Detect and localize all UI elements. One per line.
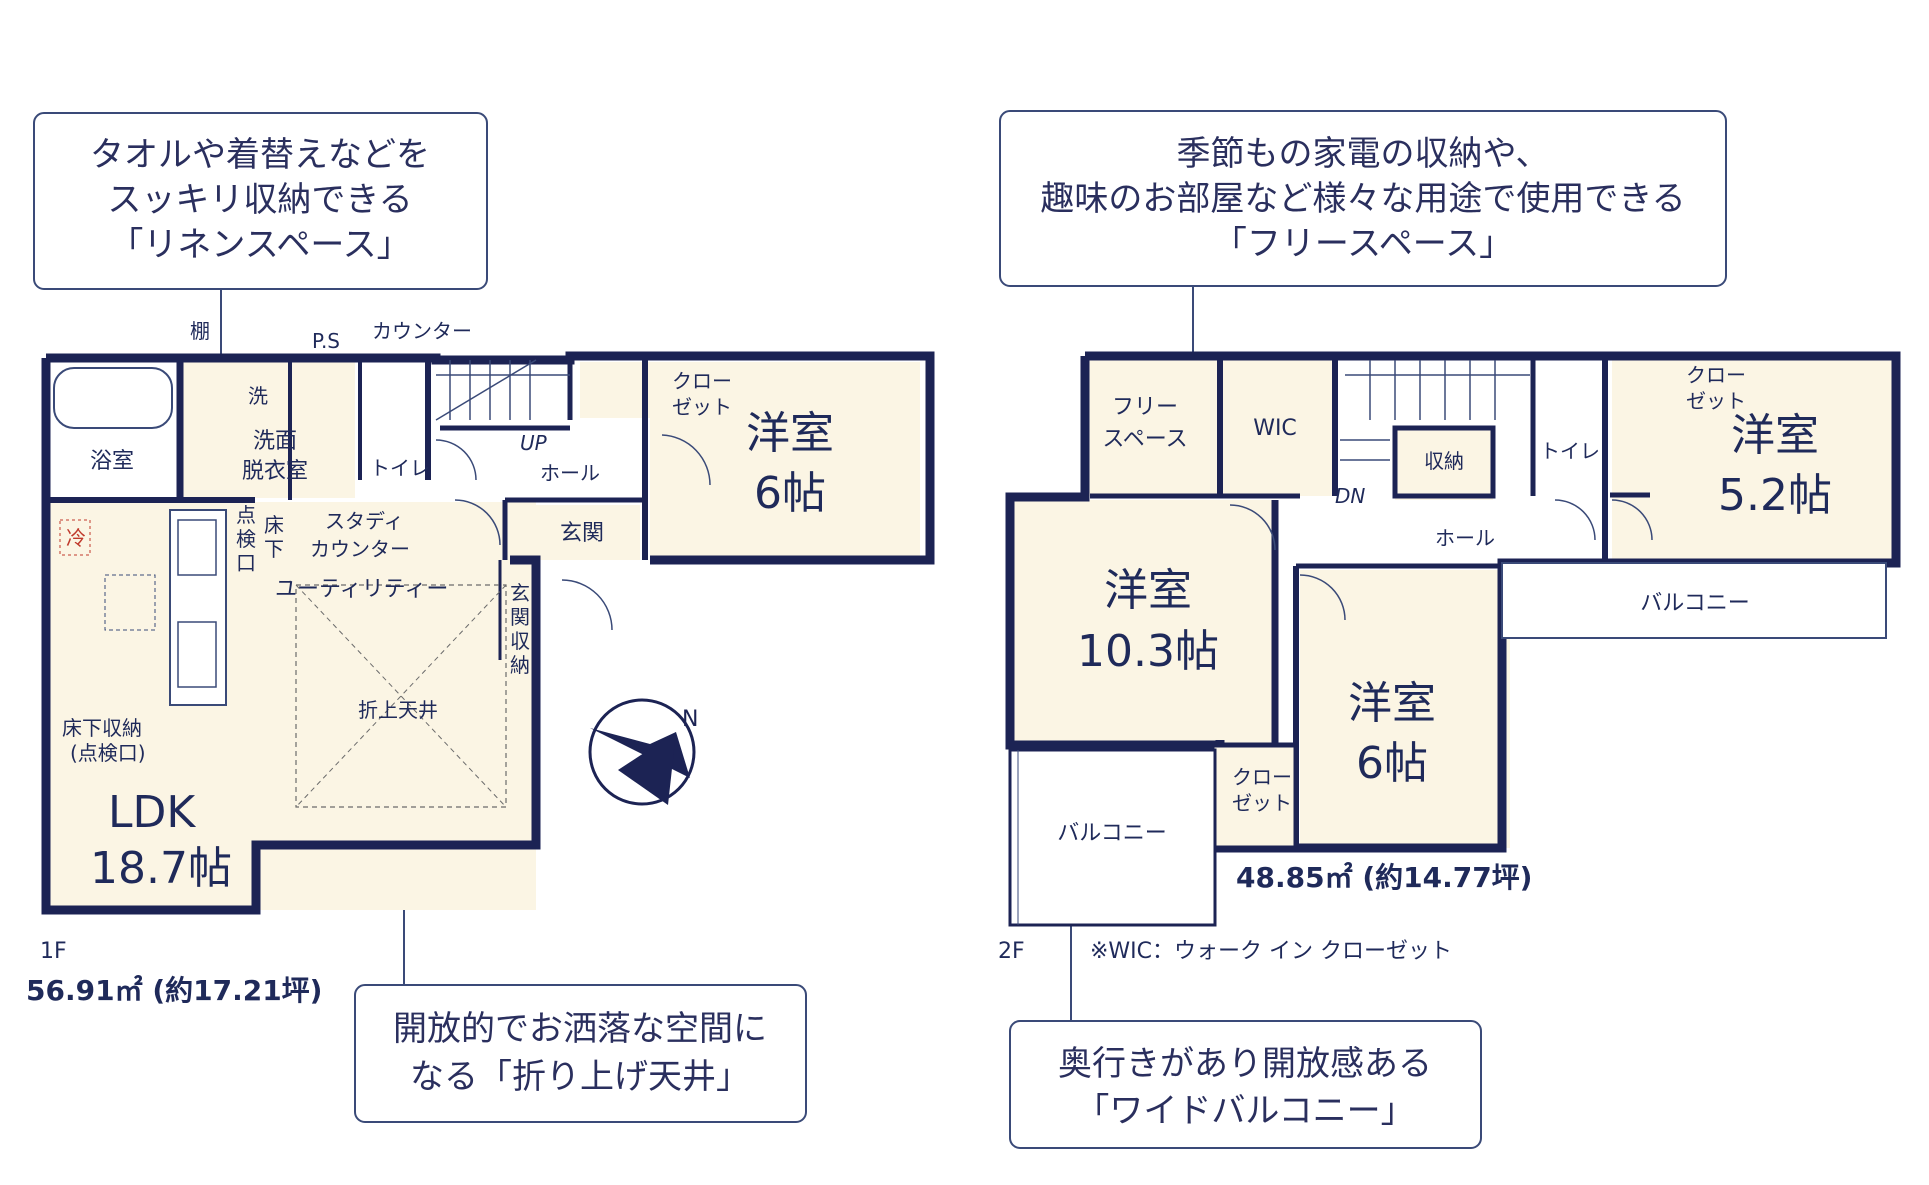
tana-label: 棚 <box>190 319 210 343</box>
balcony-left-label: バルコニー <box>1057 821 1167 846</box>
callout-linen-line2: スッキリ収納できる <box>107 180 412 220</box>
callout-linen-line3: 「リネンスペース」 <box>109 225 410 265</box>
floor2-area: 48.85㎡ (約14.77坪) <box>1236 861 1532 894</box>
closet2-label-2: ゼット <box>1232 791 1292 815</box>
inspect-2: 検 <box>236 527 256 551</box>
compass-icon: N <box>588 698 698 806</box>
inspect-3: 口 <box>236 551 256 575</box>
callout-free-line2: 趣味のお部屋など様々な用途で使用できる <box>1040 179 1685 219</box>
utility-label: ユーティリティー <box>275 577 448 602</box>
callout-balcony-line1: 奥行きがあり開放感ある <box>1058 1044 1432 1084</box>
study-counter-label: カウンター <box>310 537 410 561</box>
callout-ceiling-line1: 開放的でお洒落な空間に <box>393 1009 767 1049</box>
underfloor-1: 床 <box>264 513 284 537</box>
callout-linen: タオルや着替えなどを スッキリ収納できる 「リネンスペース」 <box>33 112 488 366</box>
wic-note: ※WIC：ウォーク イン クローゼット <box>1090 939 1452 964</box>
second-floor-labels: フリー スペース WIC DN 収納 トイレ クロー ゼット 洋室 5.2帖 ホ… <box>998 363 1832 964</box>
room-c-size: 6帖 <box>1356 738 1428 789</box>
ldk-size: 18.7帖 <box>90 843 232 894</box>
floor1-area: 56.91㎡ (約17.21坪) <box>26 974 322 1007</box>
fridge-label: 冷 <box>66 526 86 550</box>
room-b-size: 10.3帖 <box>1077 626 1219 677</box>
callout-balcony: 奥行きがあり開放感ある 「ワイドバルコニー」 <box>1009 872 1482 1149</box>
floor2-label: 2F <box>998 939 1025 964</box>
room-b-label: 洋室 <box>1104 565 1192 616</box>
ps-label: P.S <box>312 329 340 353</box>
entrance-storage-3: 収 <box>510 629 530 653</box>
western-1f-label: 洋室 <box>746 408 834 459</box>
callout-free-line1: 季節もの家電の収納や、 <box>1177 134 1550 174</box>
entrance-storage-1: 玄 <box>510 581 530 605</box>
second-floor-plan <box>1005 351 1901 927</box>
up-label: UP <box>520 431 548 455</box>
entrance-label: 玄関 <box>560 521 604 546</box>
callout-ceiling: 開放的でお洒落な空間に なる「折り上げ天井」 <box>354 755 807 1123</box>
callout-linen-line1: タオルや着替えなどを <box>90 135 430 175</box>
wash-label: 洗 <box>248 384 268 408</box>
counter-label: カウンター <box>372 319 472 343</box>
room-a-size: 5.2帖 <box>1718 470 1832 521</box>
wic-label: WIC <box>1253 416 1297 441</box>
floor1-label: 1F <box>40 939 67 964</box>
free-label-1: フリー <box>1112 395 1178 420</box>
study-label: スタディ <box>325 509 404 533</box>
storage-label-2: (点検口) <box>70 741 146 765</box>
room-c-label: 洋室 <box>1348 678 1436 729</box>
callout-free-line3: 「フリースペース」 <box>1213 224 1513 264</box>
ceiling-label: 折上天井 <box>358 698 438 722</box>
storage-label-1: 床下収納 <box>62 716 142 740</box>
toilet-1f-label: トイレ <box>370 456 430 480</box>
underfloor-2: 下 <box>264 537 284 561</box>
storage-2f-label: 収納 <box>1424 449 1464 473</box>
closet-1f-label-1: クロー <box>672 369 732 393</box>
inspect-1: 点 <box>236 503 256 527</box>
entrance-storage-4: 納 <box>510 653 530 677</box>
callout-ceiling-line2: なる「折り上げ天井」 <box>410 1057 750 1097</box>
closet2-label-1: クロー <box>1232 765 1292 789</box>
bath-label: 浴室 <box>90 449 134 474</box>
dn-label: DN <box>1335 484 1365 508</box>
callout-balcony-line2: 「ワイドバルコニー」 <box>1075 1091 1414 1131</box>
washroom-label-1: 洗面 <box>253 429 297 454</box>
toilet-2f-label: トイレ <box>1540 439 1600 463</box>
closet-1f-label-2: ゼット <box>672 395 732 419</box>
washroom-label-2: 脱衣室 <box>242 459 308 484</box>
closet-2f-label-2: ゼット <box>1686 389 1746 413</box>
entrance-storage-2: 関 <box>510 605 530 629</box>
ldk-label: LDK <box>108 787 196 838</box>
callout-free-space: 季節もの家電の収納や、 趣味のお部屋など様々な用途で使用できる 「フリースペース… <box>999 110 1727 381</box>
first-floor-labels: 棚 P.S カウンター 洗 浴室 洗面 脱衣室 トイレ UP ホール クロー ゼ… <box>26 319 834 1007</box>
western-1f-size: 6帖 <box>754 468 826 519</box>
balcony-right-label: バルコニー <box>1640 591 1750 616</box>
compass-n-letter: N <box>682 707 698 732</box>
free-label-2: スペース <box>1102 427 1187 452</box>
hall-2f-label: ホール <box>1435 526 1495 550</box>
room-a-label: 洋室 <box>1731 410 1819 461</box>
closet-2f-label-1: クロー <box>1686 363 1746 387</box>
hall-1f-label: ホール <box>540 461 600 485</box>
first-floor-plan <box>41 351 935 915</box>
